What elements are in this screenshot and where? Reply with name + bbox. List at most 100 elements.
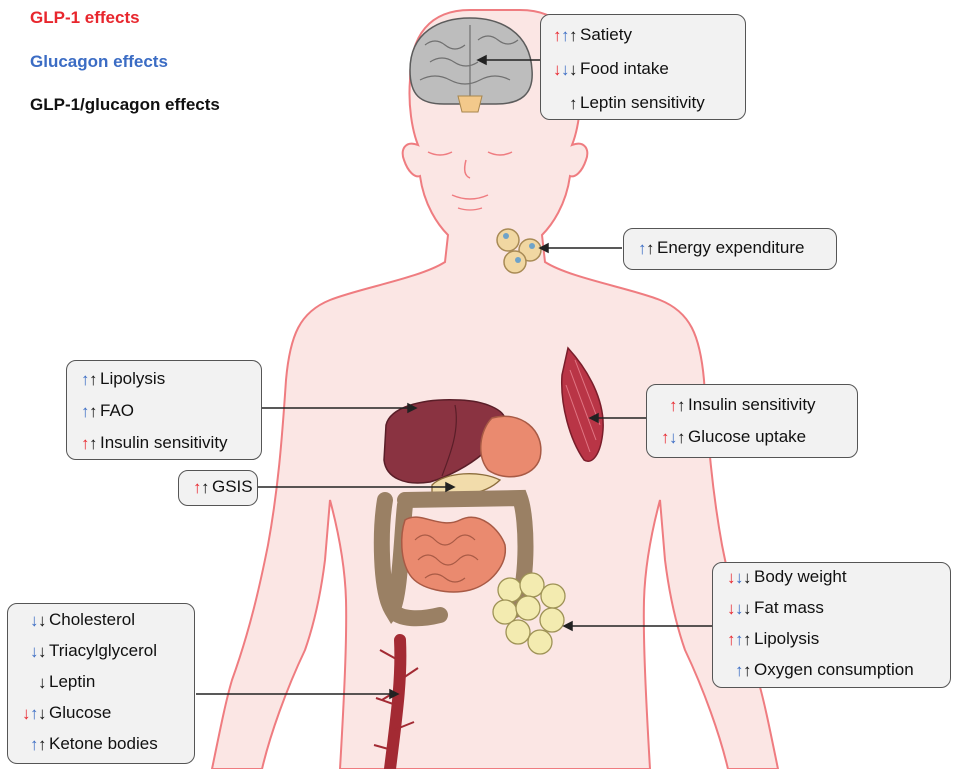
direction-arrows: ↑↑ [16,736,46,753]
brown-fat-effects-box: ↑↑Energy expenditure [623,228,837,270]
down-arrow-icon: ↓ [735,569,743,586]
up-arrow-icon: ↑ [735,662,743,679]
effect-row: ↓↓Cholesterol [16,610,135,630]
effect-row: ↑↑Lipolysis [75,369,165,389]
down-arrow-icon: ↓ [727,600,735,617]
effect-label: Lipolysis [100,369,165,389]
up-arrow-icon: ↑ [735,631,743,648]
liver-effects-box: ↑↑Lipolysis↑↑FAO↑↑Insulin sensitivity [66,360,262,460]
direction-arrows: ↑↑ [75,403,97,420]
up-arrow-icon: ↑ [743,662,751,679]
direction-arrows: ↓↓↓ [721,600,751,617]
brown-fat-dot [529,243,535,249]
effect-label: Glucose [49,703,111,723]
fat-cell [498,578,522,602]
effect-row: ↑↑Energy expenditure [632,238,804,258]
blood-effects-box: ↓↓Cholesterol↓↓Triacylglycerol↓Leptin↓↑↓… [7,603,195,764]
effect-label: Body weight [754,567,847,587]
down-arrow-icon: ↓ [38,643,46,660]
direction-arrows: ↑↓↑ [655,429,685,446]
effect-row: ↑↑Ketone bodies [16,734,158,754]
effect-label: GSIS [212,477,253,497]
up-arrow-icon: ↑ [677,429,685,446]
down-arrow-icon: ↓ [669,429,677,446]
down-arrow-icon: ↓ [38,705,46,722]
up-arrow-icon: ↑ [89,371,97,388]
effect-row: ↓↓↓Body weight [721,567,847,587]
effect-label: Glucose uptake [688,427,806,447]
adipose-effects-box: ↓↓↓Body weight↓↓↓Fat mass↑↑↑Lipolysis↑↑O… [712,562,951,688]
up-arrow-icon: ↑ [89,403,97,420]
effect-row: ↑Leptin sensitivity [549,93,705,113]
effect-label: Triacylglycerol [49,641,157,661]
direction-arrows: ↑↑↑ [721,631,751,648]
effect-row: ↓↓↓Fat mass [721,598,824,618]
direction-arrows: ↑↑ [187,479,209,496]
effect-label: Cholesterol [49,610,135,630]
direction-arrows: ↑ [549,95,577,112]
brown-fat-dot [503,233,509,239]
up-arrow-icon: ↑ [677,397,685,414]
brown-fat-cell [497,229,519,251]
pancreas-effects-box: ↑↑GSIS [178,470,258,506]
muscle-effects-box: ↑↑Insulin sensitivity↑↓↑Glucose uptake [646,384,858,458]
small-intestine [402,517,506,592]
legend-glp1: GLP-1 effects [30,8,140,28]
effect-label: Ketone bodies [49,734,158,754]
effect-label: Food intake [580,59,669,79]
up-arrow-icon: ↑ [193,479,201,496]
legend-glucagon: Glucagon effects [30,52,168,72]
direction-arrows: ↓↓↓ [549,61,577,78]
effect-label: Insulin sensitivity [100,433,228,453]
effect-label: Fat mass [754,598,824,618]
effect-label: Leptin [49,672,95,692]
effect-row: ↓↑↓Glucose [16,703,111,723]
up-arrow-icon: ↑ [38,736,46,753]
effect-label: Lipolysis [754,629,819,649]
effect-row: ↑↓↑Glucose uptake [655,427,806,447]
brown-fat-dot [515,257,521,263]
up-arrow-icon: ↑ [727,631,735,648]
fat-cell [516,596,540,620]
effect-label: Satiety [580,25,632,45]
up-arrow-icon: ↑ [553,27,561,44]
legend-glp1-glucagon: GLP-1/glucagon effects [30,95,220,115]
down-arrow-icon: ↓ [38,674,46,691]
brain-effects-box: ↑↑↑Satiety↓↓↓Food intake↑Leptin sensitiv… [540,14,746,120]
effect-row: ↓↓↓Food intake [549,59,669,79]
effect-label: FAO [100,401,134,421]
effect-row: ↑↑FAO [75,401,134,421]
direction-arrows: ↑↑ [75,435,97,452]
direction-arrows: ↑↑ [632,240,654,257]
direction-arrows: ↑↑ [75,371,97,388]
effect-row: ↑↑Oxygen consumption [721,660,914,680]
direction-arrows: ↑↑↑ [549,27,577,44]
brown-fat-cell [504,251,526,273]
down-arrow-icon: ↓ [30,643,38,660]
fat-cell [528,630,552,654]
down-arrow-icon: ↓ [38,612,46,629]
brain [410,18,532,104]
down-arrow-icon: ↓ [743,600,751,617]
fat-cell [541,584,565,608]
direction-arrows: ↑↑ [721,662,751,679]
down-arrow-icon: ↓ [22,705,30,722]
direction-arrows: ↓↓↓ [721,569,751,586]
down-arrow-icon: ↓ [30,612,38,629]
effect-row: ↑↑GSIS [187,477,253,497]
effect-row: ↑↑Insulin sensitivity [75,433,228,453]
down-arrow-icon: ↓ [561,61,569,78]
effect-label: Leptin sensitivity [580,93,705,113]
direction-arrows: ↓ [16,674,46,691]
up-arrow-icon: ↑ [89,435,97,452]
direction-arrows: ↓↓ [16,643,46,660]
up-arrow-icon: ↑ [569,95,577,112]
up-arrow-icon: ↑ [669,397,677,414]
up-arrow-icon: ↑ [569,27,577,44]
up-arrow-icon: ↑ [638,240,646,257]
direction-arrows: ↓↑↓ [16,705,46,722]
brainstem [458,96,482,112]
effect-label: Energy expenditure [657,238,804,258]
up-arrow-icon: ↑ [81,403,89,420]
down-arrow-icon: ↓ [743,569,751,586]
